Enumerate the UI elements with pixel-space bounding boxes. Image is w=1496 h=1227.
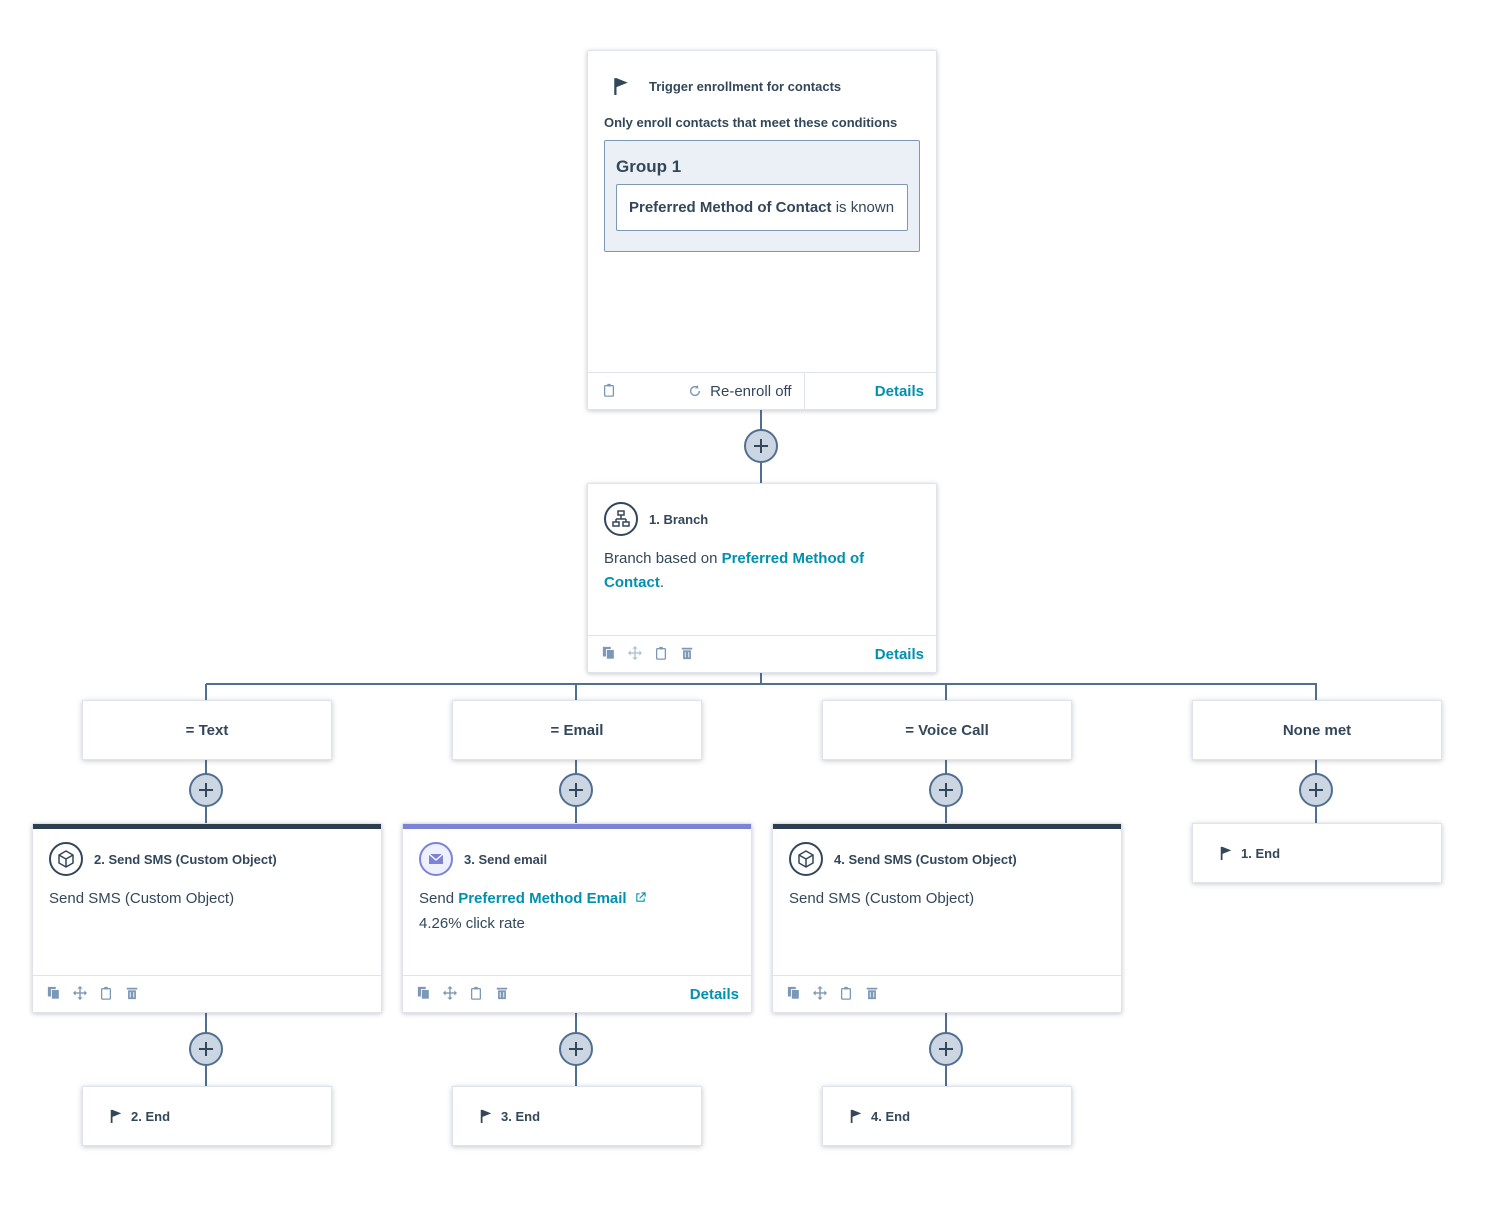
action-card-send-sms[interactable]: 4. Send SMS (Custom Object) Send SMS (Cu… bbox=[772, 823, 1122, 1013]
branch-icon bbox=[604, 502, 638, 536]
branch-option-text[interactable]: = Text bbox=[82, 700, 332, 760]
action-body-prefix: Send bbox=[419, 890, 455, 907]
add-action-button[interactable] bbox=[559, 773, 593, 807]
action-footer: Details bbox=[403, 975, 751, 1012]
action-title: 3. Send email bbox=[464, 851, 548, 867]
email-details-link[interactable]: Details bbox=[689, 985, 739, 1003]
email-icon bbox=[419, 842, 453, 876]
clipboard-icon[interactable] bbox=[654, 646, 670, 662]
end-label: 3. End bbox=[501, 1108, 541, 1124]
branch-card[interactable]: 1. Branch Branch based on Preferred Meth… bbox=[587, 483, 937, 673]
action-description: Send Preferred Method Email bbox=[419, 887, 646, 911]
branch-option-none-met[interactable]: None met bbox=[1192, 700, 1442, 760]
action-description: Send SMS (Custom Object) bbox=[789, 890, 975, 907]
branch-option-voice-call[interactable]: = Voice Call bbox=[822, 700, 1072, 760]
reenroll-status[interactable]: Re-enroll off bbox=[688, 373, 805, 409]
copy-icon[interactable] bbox=[602, 646, 618, 662]
plus-icon bbox=[199, 783, 213, 797]
action-description: Send SMS (Custom Object) bbox=[49, 890, 235, 907]
add-action-button[interactable] bbox=[1299, 773, 1333, 807]
external-link-icon[interactable] bbox=[635, 892, 646, 903]
trigger-footer: Re-enroll off Details bbox=[588, 372, 936, 409]
branch-details-link[interactable]: Details bbox=[874, 645, 924, 663]
plus-icon bbox=[939, 783, 953, 797]
email-click-rate: 4.26% click rate bbox=[419, 915, 525, 932]
trigger-subtitle: Only enroll contacts that meet these con… bbox=[604, 115, 898, 130]
flag-icon bbox=[614, 78, 628, 95]
add-action-button[interactable] bbox=[929, 773, 963, 807]
plus-icon bbox=[1309, 783, 1323, 797]
end-label: 1. End bbox=[1241, 845, 1281, 861]
action-footer bbox=[33, 975, 381, 1012]
card-accent-bar bbox=[773, 824, 1121, 829]
clipboard-icon[interactable] bbox=[469, 986, 485, 1002]
trash-icon[interactable] bbox=[680, 646, 696, 662]
clipboard-icon[interactable] bbox=[602, 383, 618, 399]
add-action-button[interactable] bbox=[929, 1032, 963, 1066]
reenroll-label: Re-enroll off bbox=[710, 382, 792, 400]
trash-icon[interactable] bbox=[495, 986, 511, 1002]
branch-property-link[interactable]: Preferred Method of Contact bbox=[604, 550, 865, 591]
add-action-button[interactable] bbox=[559, 1032, 593, 1066]
card-accent-bar bbox=[403, 824, 751, 829]
move-icon[interactable] bbox=[628, 646, 644, 662]
action-title: 4. Send SMS (Custom Object) bbox=[834, 851, 1017, 867]
copy-icon[interactable] bbox=[417, 986, 433, 1002]
plus-icon bbox=[754, 439, 768, 453]
end-node[interactable]: 2. End bbox=[82, 1086, 332, 1146]
move-icon[interactable] bbox=[813, 986, 829, 1002]
condition-operator: is known bbox=[835, 199, 895, 216]
action-card-send-sms[interactable]: 2. Send SMS (Custom Object) Send SMS (Cu… bbox=[32, 823, 382, 1013]
add-action-button[interactable] bbox=[189, 773, 223, 807]
cube-icon bbox=[49, 842, 83, 876]
end-node[interactable]: 3. End bbox=[452, 1086, 702, 1146]
clipboard-icon[interactable] bbox=[839, 986, 855, 1002]
branch-footer: Details bbox=[588, 635, 936, 672]
refresh-icon bbox=[690, 384, 701, 397]
flag-icon bbox=[110, 1109, 122, 1123]
flag-icon bbox=[480, 1109, 492, 1123]
trigger-card[interactable]: Trigger enrollment for contacts Only enr… bbox=[587, 50, 937, 410]
branch-option-email[interactable]: = Email bbox=[452, 700, 702, 760]
plus-icon bbox=[569, 1042, 583, 1056]
end-label: 4. End bbox=[871, 1108, 911, 1124]
plus-icon bbox=[199, 1042, 213, 1056]
action-title: 2. Send SMS (Custom Object) bbox=[94, 851, 277, 867]
email-link[interactable]: Preferred Method Email bbox=[458, 890, 627, 907]
branch-body-prefix: Branch based on bbox=[604, 550, 718, 567]
end-label: 2. End bbox=[131, 1108, 171, 1124]
add-action-button[interactable] bbox=[189, 1032, 223, 1066]
cube-icon bbox=[789, 842, 823, 876]
trash-icon[interactable] bbox=[125, 986, 141, 1002]
flag-icon bbox=[1220, 846, 1232, 860]
end-node[interactable]: 4. End bbox=[822, 1086, 1072, 1146]
branch-body-suffix: . bbox=[659, 574, 665, 591]
condition-property: Preferred Method of Contact bbox=[629, 199, 832, 216]
copy-icon[interactable] bbox=[47, 986, 63, 1002]
plus-icon bbox=[939, 1042, 953, 1056]
branch-title: 1. Branch bbox=[649, 511, 709, 527]
end-node[interactable]: 1. End bbox=[1192, 823, 1442, 883]
add-action-button[interactable] bbox=[744, 429, 778, 463]
branch-description: Branch based on Preferred Method of Cont… bbox=[604, 547, 904, 595]
condition-filter[interactable]: Preferred Method of Contact is known bbox=[616, 184, 908, 231]
copy-icon[interactable] bbox=[787, 986, 803, 1002]
flag-icon bbox=[850, 1109, 862, 1123]
condition-group[interactable]: Group 1 Preferred Method of Contact is k… bbox=[604, 140, 920, 252]
action-footer bbox=[773, 975, 1121, 1012]
card-accent-bar bbox=[33, 824, 381, 829]
plus-icon bbox=[569, 783, 583, 797]
trigger-details-link[interactable]: Details bbox=[874, 382, 924, 400]
trash-icon[interactable] bbox=[865, 986, 881, 1002]
move-icon[interactable] bbox=[73, 986, 89, 1002]
move-icon[interactable] bbox=[443, 986, 459, 1002]
trigger-title: Trigger enrollment for contacts bbox=[649, 78, 842, 94]
action-card-send-email[interactable]: 3. Send email Send Preferred Method Emai… bbox=[402, 823, 752, 1013]
clipboard-icon[interactable] bbox=[99, 986, 115, 1002]
group-label: Group 1 bbox=[616, 157, 682, 176]
